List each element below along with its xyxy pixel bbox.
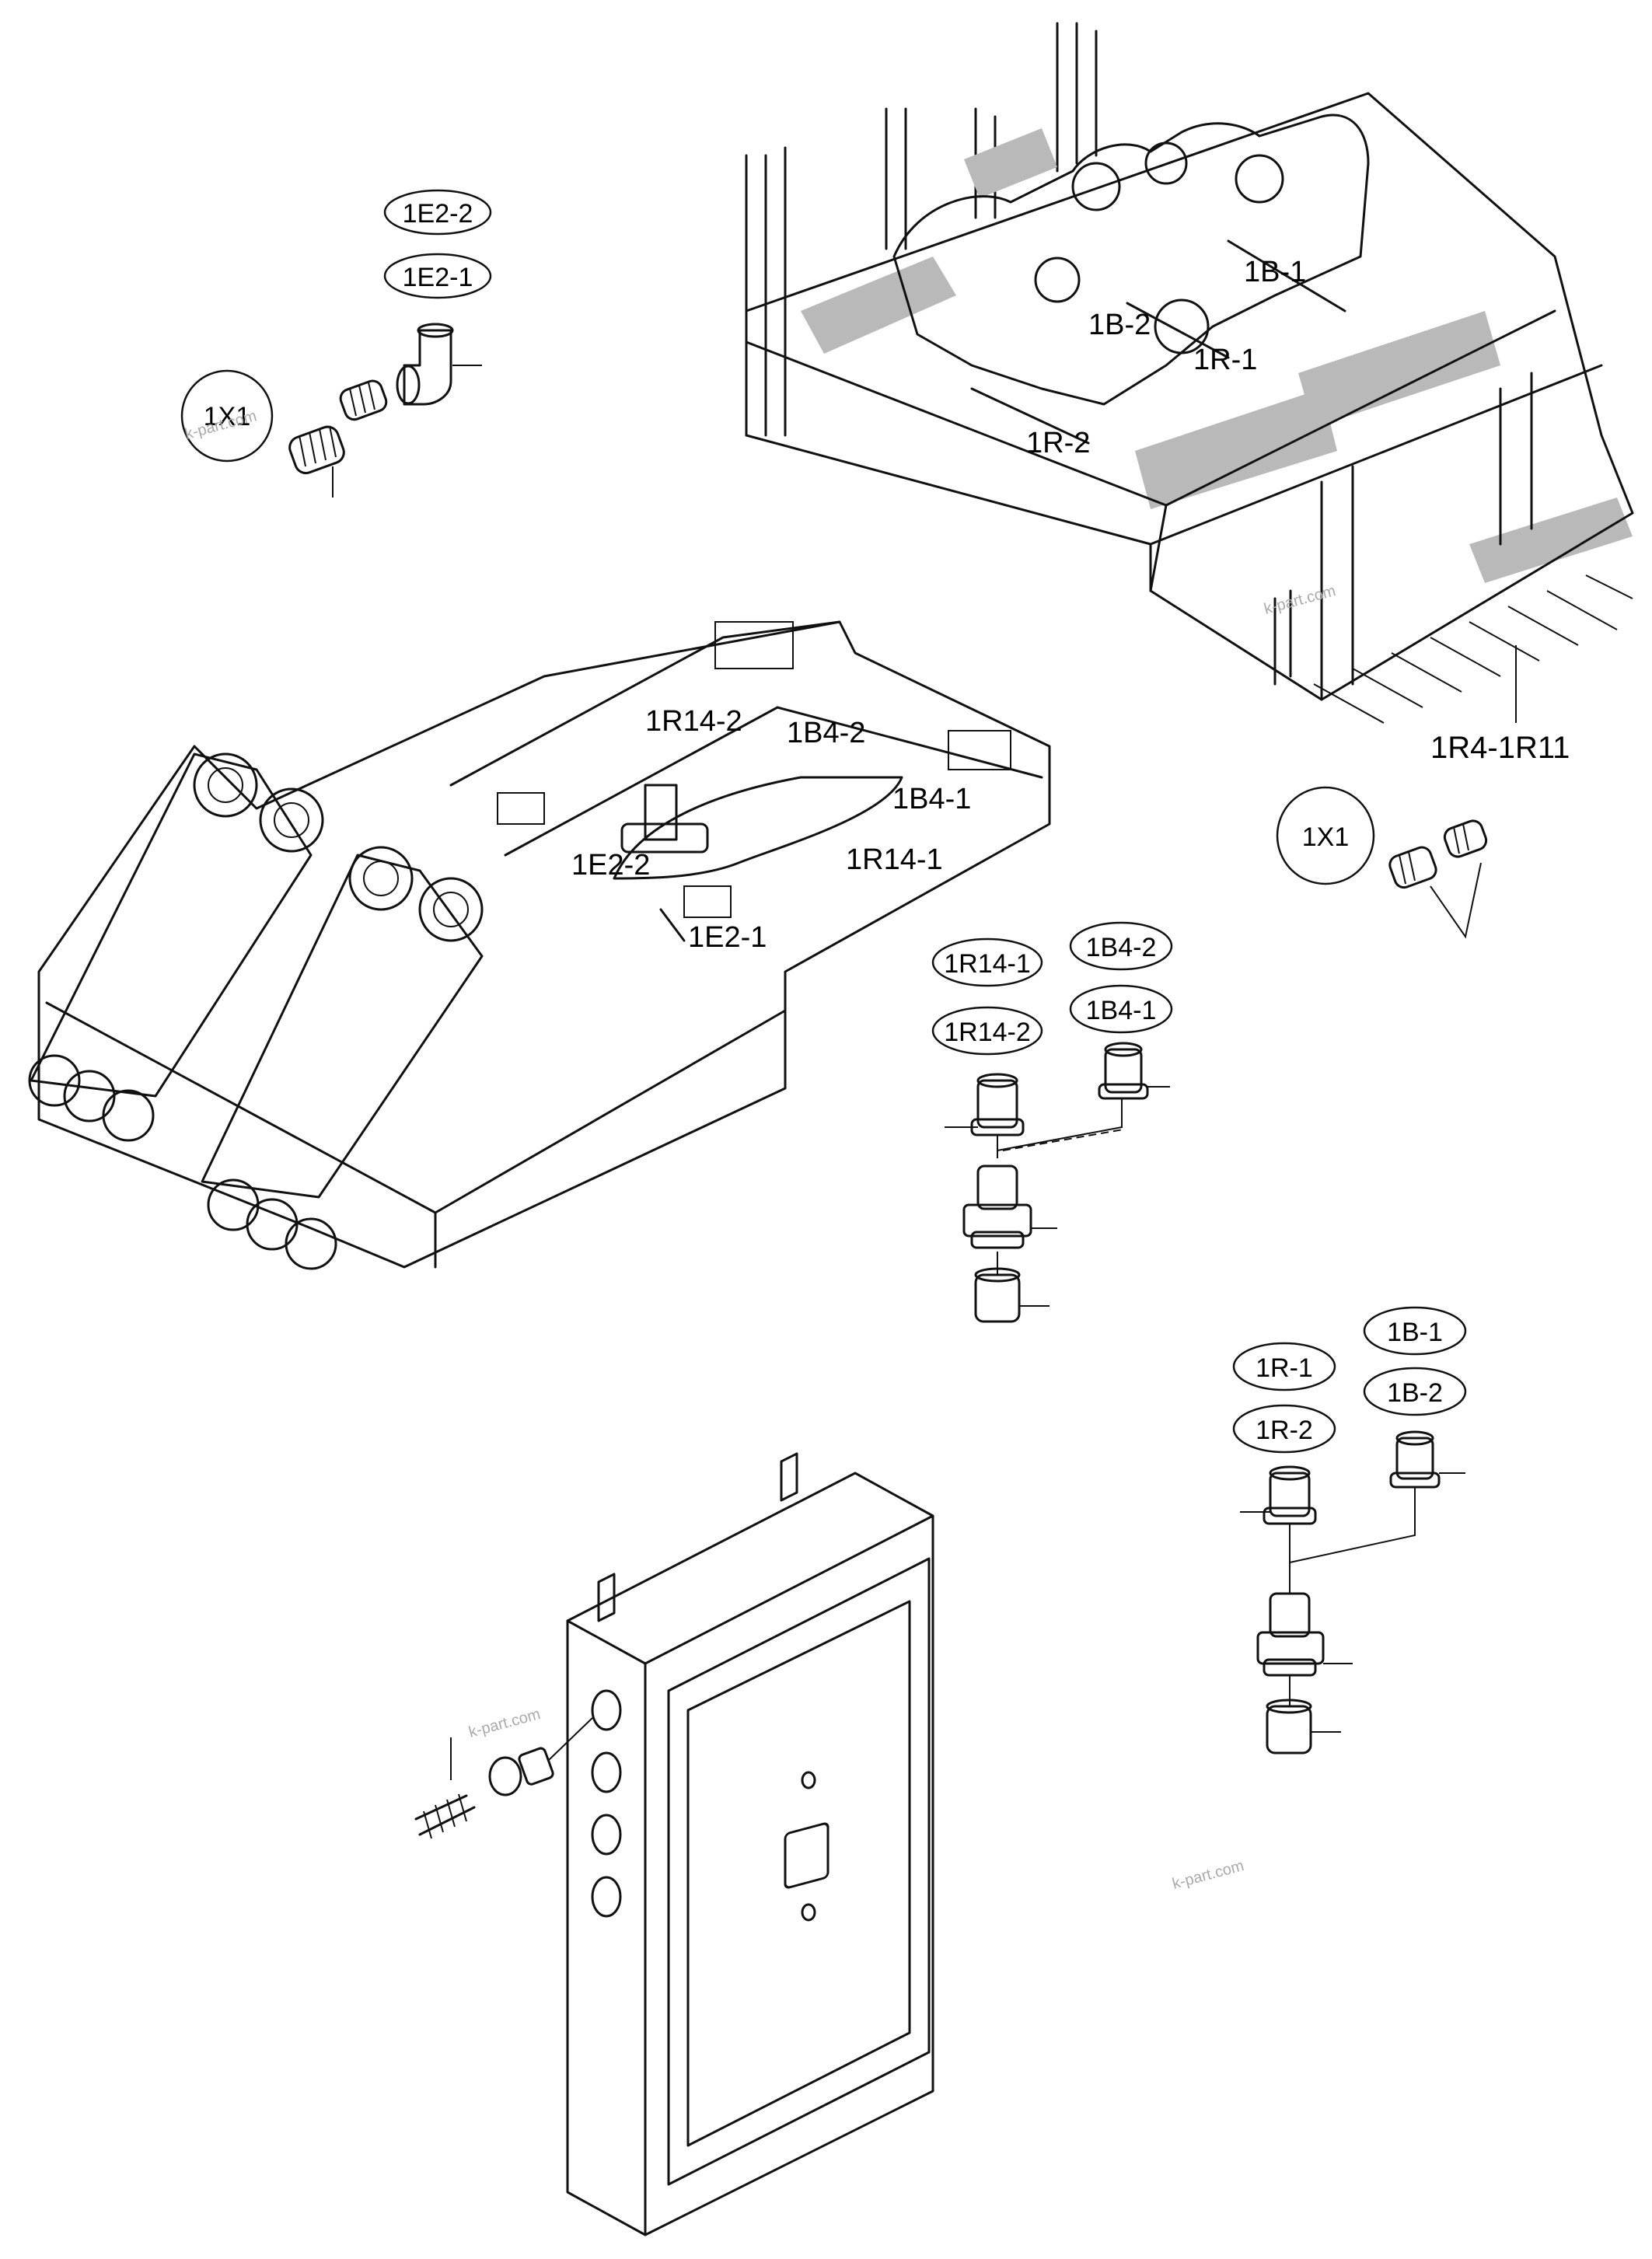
elbow-fitting-group: 1E2-2 1E2-1 1X1 k-part.com: [180, 189, 492, 498]
bubble-1b4-1: [1069, 984, 1173, 1034]
callout-1b4-2: 1B4-2: [787, 717, 865, 749]
bubble-1r-2-label: 1R-2: [1256, 1416, 1313, 1445]
gland-set-a: 1R14-1 1R14-2 1B4-2 1B4-1: [931, 921, 1173, 1323]
callout-1r14-1: 1R14-1: [846, 843, 943, 876]
bubble-1b-2: [1363, 1367, 1467, 1416]
bubble-1b-2-label: 1B-2: [1387, 1378, 1443, 1408]
bubble-1e2-2: [383, 189, 492, 236]
bubble-1b4-2: [1069, 921, 1173, 971]
bubble-1r-1-label: 1R-1: [1256, 1353, 1313, 1383]
gland-set-b: 1R-1 1R-2 1B-1 1B-2: [1232, 1306, 1467, 1754]
bubble-1r14-1: [931, 937, 1043, 987]
bubble-1x1-right-label: 1X1: [1302, 822, 1350, 852]
bubble-1b-1: [1363, 1306, 1467, 1356]
bubble-1x1-top: [180, 369, 274, 463]
callout-1e2-1: 1E2-1: [688, 921, 767, 954]
callout-1r-1: 1R-1: [1193, 344, 1257, 376]
watermark: k-part.com: [1263, 582, 1338, 618]
bubble-1x1-right: [1276, 786, 1375, 885]
watermark-cabinet: k-part.com: [467, 1706, 543, 1741]
bubble-1b4-1-label: 1B4-1: [1086, 996, 1157, 1025]
bubble-1b-1-label: 1B-1: [1387, 1318, 1443, 1347]
watermark-bottom-right: k-part.com: [1171, 1857, 1246, 1893]
bubble-1e2-1: [383, 253, 492, 299]
bubble-1r14-2: [931, 1006, 1043, 1056]
callout-1b-1: 1B-1: [1244, 256, 1306, 288]
callout-1r-2: 1R-2: [1026, 427, 1090, 459]
callout-1b4-1: 1B4-1: [892, 783, 971, 815]
bubble-1r-2: [1232, 1404, 1336, 1454]
bubble-1r14-1-label: 1R14-1: [944, 949, 1031, 979]
callout-1b-2: 1B-2: [1088, 309, 1151, 341]
callout-1r4-1r11: 1R4-1R11: [1430, 731, 1570, 765]
bubble-1e2-1-label: 1E2-1: [403, 263, 473, 292]
control-cabinet: k-part.com: [414, 1452, 934, 2236]
bubble-1r-1: [1232, 1342, 1336, 1391]
bubble-1b4-2-label: 1B4-2: [1086, 933, 1157, 962]
bubble-1x1-top-label: 1X1: [204, 402, 251, 431]
callout-1r14-2: 1R14-2: [645, 705, 742, 738]
engine-frame-assembly: k-part.com: [745, 22, 1634, 724]
chassis-frame: [28, 620, 1051, 1270]
bubble-1e2-2-label: 1E2-2: [403, 199, 473, 229]
bubble-1r14-2-label: 1R14-2: [944, 1018, 1031, 1047]
x1-fitting-right: 1X1: [1276, 786, 1488, 939]
callout-1e2-2: 1E2-2: [571, 849, 650, 882]
